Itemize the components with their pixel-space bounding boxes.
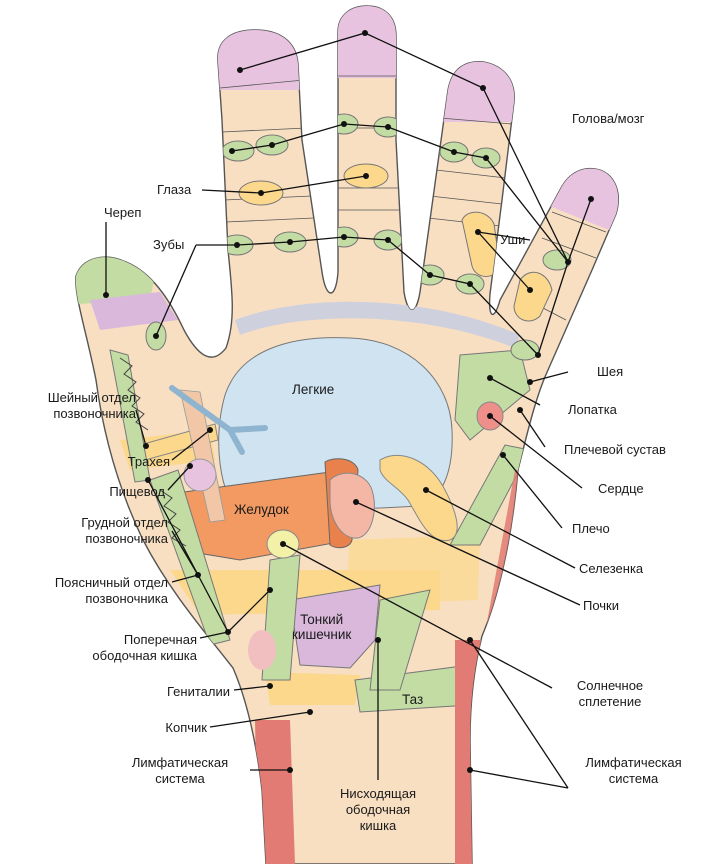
label-shoulder: Плечо [572,521,610,536]
label-lumbar-spine: Поясничный отдел позвоночника [54,575,168,606]
label-trachea: Трахея [127,454,170,469]
label-eyes: Глаза [157,182,192,197]
label-spleen: Селезенка [579,561,644,576]
thoracic-spine-zigzag [159,489,187,547]
label-thoracic-spine: Грудной отдел позвоночника [81,515,168,546]
label-teeth: Зубы [153,237,185,252]
bronchi [169,385,268,455]
label-pelvis: Таз [402,692,424,707]
label-cervical-spine: Шейный отдел позвоночника [47,390,136,421]
ear-zone-little [513,271,553,322]
label-skull: Череп [104,205,142,220]
label-shoulder-joint: Плечевой сустав [564,442,666,457]
label-lymph-right: Лимфатическая система [585,755,682,786]
label-heart: Сердце [598,481,644,496]
diaphragm-band [235,301,520,348]
label-descending-colon: Нисходящая ободочная кишка [339,786,417,833]
label-lungs: Легкие [292,382,335,397]
label-ears: Уши [500,232,526,247]
lymph-left-strip [255,720,295,864]
label-genitals: Гениталии [167,684,230,699]
genitals-zone [248,630,276,670]
fingertip-index [200,20,310,90]
label-neck: Шея [597,364,624,379]
thumb-purple [90,292,178,330]
label-solar-plexus: Солнечное сплетение [576,678,644,709]
kidney-zone [329,472,375,539]
pointer-dots [103,30,594,773]
label-scapula: Лопатка [568,402,617,417]
label-head-brain: Голова/мозг [572,111,645,126]
label-coccyx: Копчик [165,720,207,735]
label-kidneys: Почки [583,598,620,613]
lymph-right-strip [455,640,500,864]
label-lymph-left: Лимфатическая система [131,755,229,786]
label-stomach: Желудок [234,502,289,517]
label-esophagus: Пищевод [109,484,165,499]
label-small-intestine: Тонкий кишечник [292,612,352,642]
label-transverse-colon: Поперечная ободочная кишка [92,632,197,663]
cervical-spine-zigzag [119,357,149,431]
spleen-zone [379,455,458,542]
